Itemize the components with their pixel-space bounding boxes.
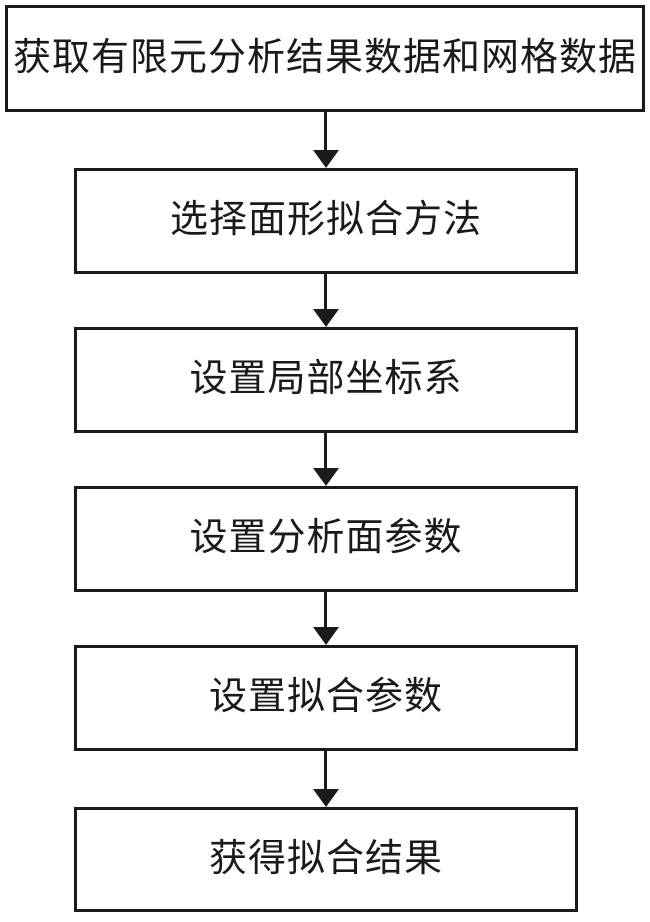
- arrow-down-icon: [312, 433, 339, 486]
- arrow-head: [312, 627, 339, 645]
- flow-step-set-analysis-surface-params: 设置分析面参数: [74, 486, 578, 592]
- arrow-down-icon: [312, 751, 339, 807]
- arrow-stem: [324, 592, 327, 627]
- arrow-down-icon: [312, 112, 339, 168]
- flow-step-set-fitting-params: 设置拟合参数: [74, 645, 578, 751]
- flow-step-get-fitting-result: 获得拟合结果: [74, 807, 578, 912]
- flow-step-label: 获得拟合结果: [208, 837, 443, 880]
- arrow-stem: [324, 112, 327, 150]
- flow-step-label: 选择面形拟合方法: [169, 199, 482, 242]
- flow-step-set-local-coordinates: 设置局部坐标系: [74, 327, 578, 433]
- arrow-stem: [324, 751, 327, 789]
- arrow-stem: [324, 433, 327, 468]
- flow-step-select-fitting-method: 选择面形拟合方法: [74, 168, 578, 274]
- flow-step-label: 设置拟合参数: [208, 676, 443, 719]
- arrow-head: [312, 309, 339, 327]
- flow-step-label: 设置分析面参数: [189, 517, 463, 560]
- arrow-down-icon: [312, 274, 339, 327]
- arrow-head: [312, 468, 339, 486]
- arrow-head: [312, 789, 339, 807]
- flow-step-get-fea-data: 获取有限元分析结果数据和网格数据: [5, 5, 645, 112]
- arrow-stem: [324, 274, 327, 309]
- arrow-down-icon: [312, 592, 339, 645]
- flow-step-label: 设置局部坐标系: [189, 358, 463, 401]
- flow-step-label: 获取有限元分析结果数据和网格数据: [12, 36, 637, 79]
- arrow-head: [312, 150, 339, 168]
